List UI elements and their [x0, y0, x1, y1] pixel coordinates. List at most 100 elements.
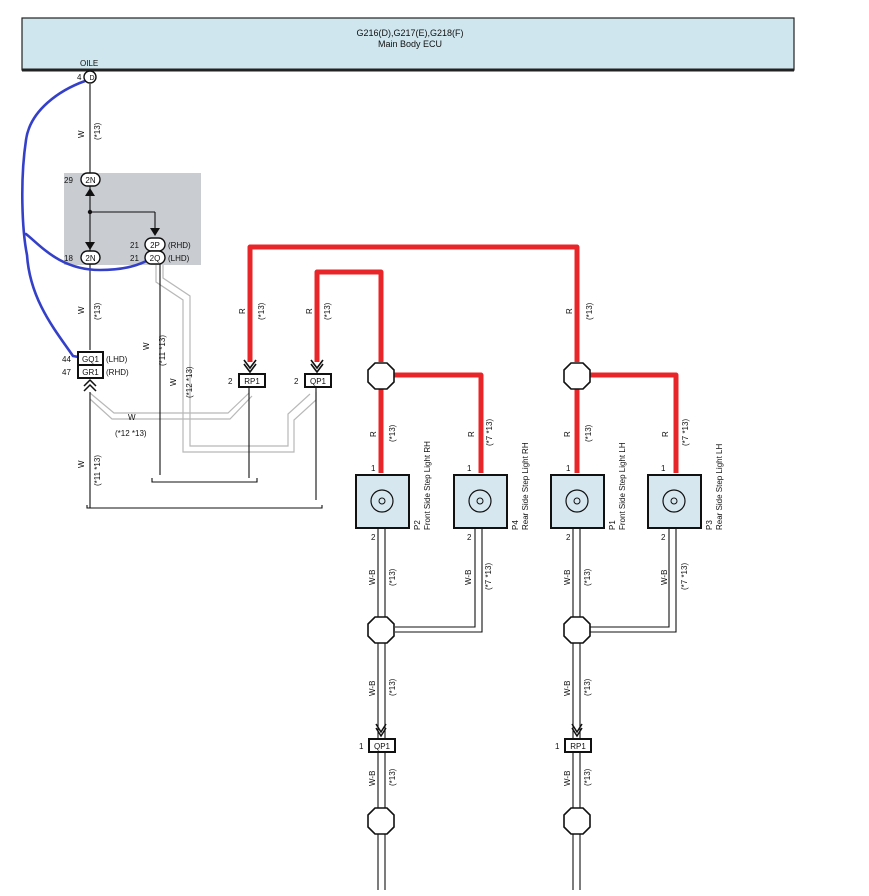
p2-pin-in: 1	[371, 464, 376, 473]
label-c12-13-1: (*12 *13)	[185, 366, 194, 398]
p3-pin-in: 1	[661, 464, 666, 473]
svg-text:D: D	[89, 75, 94, 82]
label-wb-4: W-B	[660, 570, 669, 585]
junction-splice-dot	[87, 209, 93, 215]
qp1-bottom-code: QP1	[374, 742, 391, 751]
ecu-terminal-pin: 4	[77, 73, 82, 82]
gq1-pin: 44	[62, 355, 71, 364]
label-c13-5: (*13)	[585, 302, 594, 320]
p4-pin-in: 1	[467, 464, 472, 473]
label-w-3: W	[142, 342, 151, 350]
label-r-6: R	[563, 431, 572, 437]
step-light-p2: 1 2 P2 Front Side Step Light RH	[355, 441, 432, 542]
p4-code: P4	[511, 520, 520, 530]
rp1-top-code: RP1	[244, 377, 260, 386]
rp1-bottom-code: RP1	[570, 742, 586, 751]
label-w-6: W	[77, 460, 86, 468]
label-wb-2: W-B	[464, 570, 473, 585]
label-c13-10: (*13)	[388, 678, 397, 696]
label-wb-8: W-B	[563, 771, 572, 786]
splice-points	[367, 362, 591, 835]
label-c13-6: (*13)	[388, 424, 397, 442]
ecu-terminal: D 4	[77, 70, 97, 84]
label-c13-7: (*13)	[584, 424, 593, 442]
jc-lhd-pin: 21	[130, 254, 139, 263]
jc-rhd-note: (RHD)	[168, 241, 191, 250]
qp1-bottom-pin: 1	[359, 742, 364, 751]
label-r-4: R	[369, 431, 378, 437]
jc-bottom-pin: 18	[64, 254, 73, 263]
connector-qp1-bottom: QP1 1	[359, 723, 396, 753]
wire-labels: W (*13) W (*13) W (*11 *13) W (*12 *13) …	[77, 122, 690, 786]
p1-pin-out: 2	[566, 533, 571, 542]
label-r-3: R	[565, 308, 574, 314]
p4-pin-out: 2	[467, 533, 472, 542]
p4-name: Rear Side Step Light RH	[521, 442, 530, 530]
p1-name: Front Side Step Light LH	[618, 442, 627, 530]
step-light-p4: 1 2 P4 Rear Side Step Light RH	[453, 442, 530, 542]
label-c13-2: (*13)	[93, 302, 102, 320]
label-w-5: W	[128, 413, 136, 422]
label-c13-11: (*13)	[583, 678, 592, 696]
ecu-subtitle: Main Body ECU	[378, 39, 442, 49]
label-c11-13-1: (*11 *13)	[158, 335, 167, 366]
label-c7-13-2: (*7 *13)	[681, 419, 690, 446]
label-wb-1: W-B	[368, 570, 377, 585]
red-wire-arrows	[243, 359, 324, 374]
label-c13-13: (*13)	[583, 768, 592, 786]
connector-rp1-bottom: RP1 1	[555, 723, 592, 753]
gr1-pin: 47	[62, 368, 71, 377]
label-c13-12: (*13)	[388, 768, 397, 786]
label-c13-9: (*13)	[583, 568, 592, 586]
qp1-top-pin: 2	[294, 377, 299, 386]
hand-drawn-annotation	[21, 79, 154, 360]
red-wires	[247, 244, 679, 473]
label-wb-5: W-B	[368, 681, 377, 696]
p3-pin-out: 2	[661, 533, 666, 542]
label-wb-7: W-B	[368, 771, 377, 786]
connector-qp1-top: QP1 2	[294, 373, 332, 388]
ecu-terminal-name: OILE	[80, 59, 98, 68]
jc-bottom-code: 2N	[85, 254, 95, 263]
connector-rp1-top: RP1 2	[228, 373, 266, 388]
p1-code: P1	[608, 520, 617, 530]
junction-connector-bottom: 2N 18	[64, 242, 101, 265]
connector-gq1-gr1: GQ1 44 (LHD) GR1 47 (RHD)	[62, 351, 129, 392]
label-c13-8: (*13)	[388, 568, 397, 586]
p3-code: P3	[705, 520, 714, 530]
gr1-code: GR1	[82, 368, 99, 377]
main-body-ecu: G216(D),G217(E),G218(F) Main Body ECU OI…	[21, 17, 795, 72]
jc-top-pin: 29	[64, 176, 73, 185]
p1-pin-in: 1	[566, 464, 571, 473]
jc-rhd-code: 2P	[150, 241, 160, 250]
label-r-7: R	[661, 431, 670, 437]
label-r-1: R	[238, 308, 247, 314]
gq1-code: GQ1	[82, 355, 99, 364]
p2-code: P2	[413, 520, 422, 530]
jc-rhd-pin: 21	[130, 241, 139, 250]
gq1-note: (LHD)	[106, 355, 128, 364]
p2-pin-out: 2	[371, 533, 376, 542]
label-wb-6: W-B	[563, 681, 572, 696]
label-c7-13-4: (*7 *13)	[680, 563, 689, 590]
gr1-note: (RHD)	[106, 368, 129, 377]
label-c13-4: (*13)	[323, 302, 332, 320]
p2-name: Front Side Step Light RH	[423, 441, 432, 530]
jc-lhd-note: (LHD)	[168, 254, 190, 263]
step-light-p3: 1 2 P3 Rear Side Step Light LH	[647, 444, 724, 542]
label-c11-13-2: (*11 *13)	[93, 455, 102, 486]
label-r-5: R	[467, 431, 476, 437]
label-wb-3: W-B	[563, 570, 572, 585]
junction-block	[64, 173, 201, 265]
ecu-title: G216(D),G217(E),G218(F)	[356, 28, 463, 38]
rp1-bottom-pin: 1	[555, 742, 560, 751]
jc-lhd-code: 2Q	[150, 254, 161, 263]
jc-top-code: 2N	[85, 176, 95, 185]
black-wires	[86, 84, 677, 890]
junction-connector-lhd: 2Q 21 (LHD)	[130, 250, 190, 265]
qp1-top-code: QP1	[310, 377, 327, 386]
p3-name: Rear Side Step Light LH	[715, 444, 724, 530]
rp1-top-pin: 2	[228, 377, 233, 386]
label-c7-13-1: (*7 *13)	[485, 419, 494, 446]
step-light-p1: 1 2 P1 Front Side Step Light LH	[550, 442, 627, 542]
